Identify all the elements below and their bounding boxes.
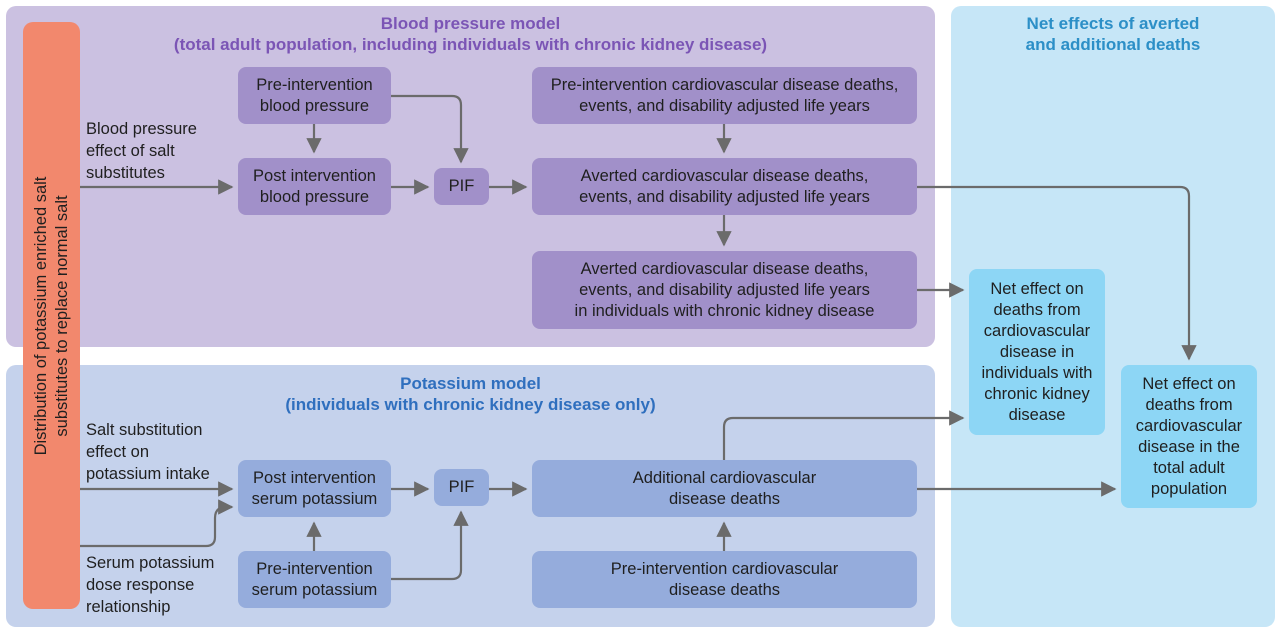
net-effect-ckd-box: Net effect on deaths from cardiovascular…	[969, 269, 1105, 435]
potassium-intake-effect-label: Salt substitution effect on potassium in…	[86, 421, 210, 483]
post-intervention-bp-box: Post intervention blood pressure	[238, 158, 391, 215]
post-intervention-potassium-box: Post intervention serum potassium	[238, 460, 391, 517]
dose-response-label: Serum potassium dose response relationsh…	[86, 554, 215, 616]
pre-intervention-potassium-box: Pre-intervention serum potassium	[238, 551, 391, 608]
averted-cvd-ckd-box: Averted cardiovascular disease deaths, e…	[532, 251, 917, 329]
blood-pressure-model-title: Blood pressure model (total adult popula…	[173, 14, 768, 54]
arrow-pre-k-to-pif	[391, 510, 469, 581]
distribution-bar	[23, 22, 80, 609]
arrow-additional-to-net-ckd	[722, 410, 965, 460]
potassium-pif-box: PIF	[434, 469, 489, 506]
potassium-model-title: Potassium model (individuals with chroni…	[285, 374, 656, 414]
arrow-dose-response-to-post-k	[80, 499, 234, 548]
pre-intervention-cvd-deaths-box: Pre-intervention cardiovascular disease …	[532, 551, 917, 608]
net-effects-title: Net effects of averted and additional de…	[1025, 14, 1201, 54]
bp-pif-box: PIF	[434, 168, 489, 205]
arrow-pre-bp-to-pif	[391, 94, 469, 164]
arrow-averted-to-net-total	[917, 185, 1197, 361]
averted-cvd-box: Averted cardiovascular disease deaths, e…	[532, 158, 917, 215]
pre-intervention-bp-box: Pre-intervention blood pressure	[238, 67, 391, 124]
bp-effect-label: Blood pressure effect of salt substitute…	[86, 120, 197, 182]
additional-cvd-deaths-box: Additional cardiovascular disease deaths	[532, 460, 917, 517]
net-effect-total-box: Net effect on deaths from cardiovascular…	[1121, 365, 1257, 508]
pre-intervention-cvd-box: Pre-intervention cardiovascular disease …	[532, 67, 917, 124]
